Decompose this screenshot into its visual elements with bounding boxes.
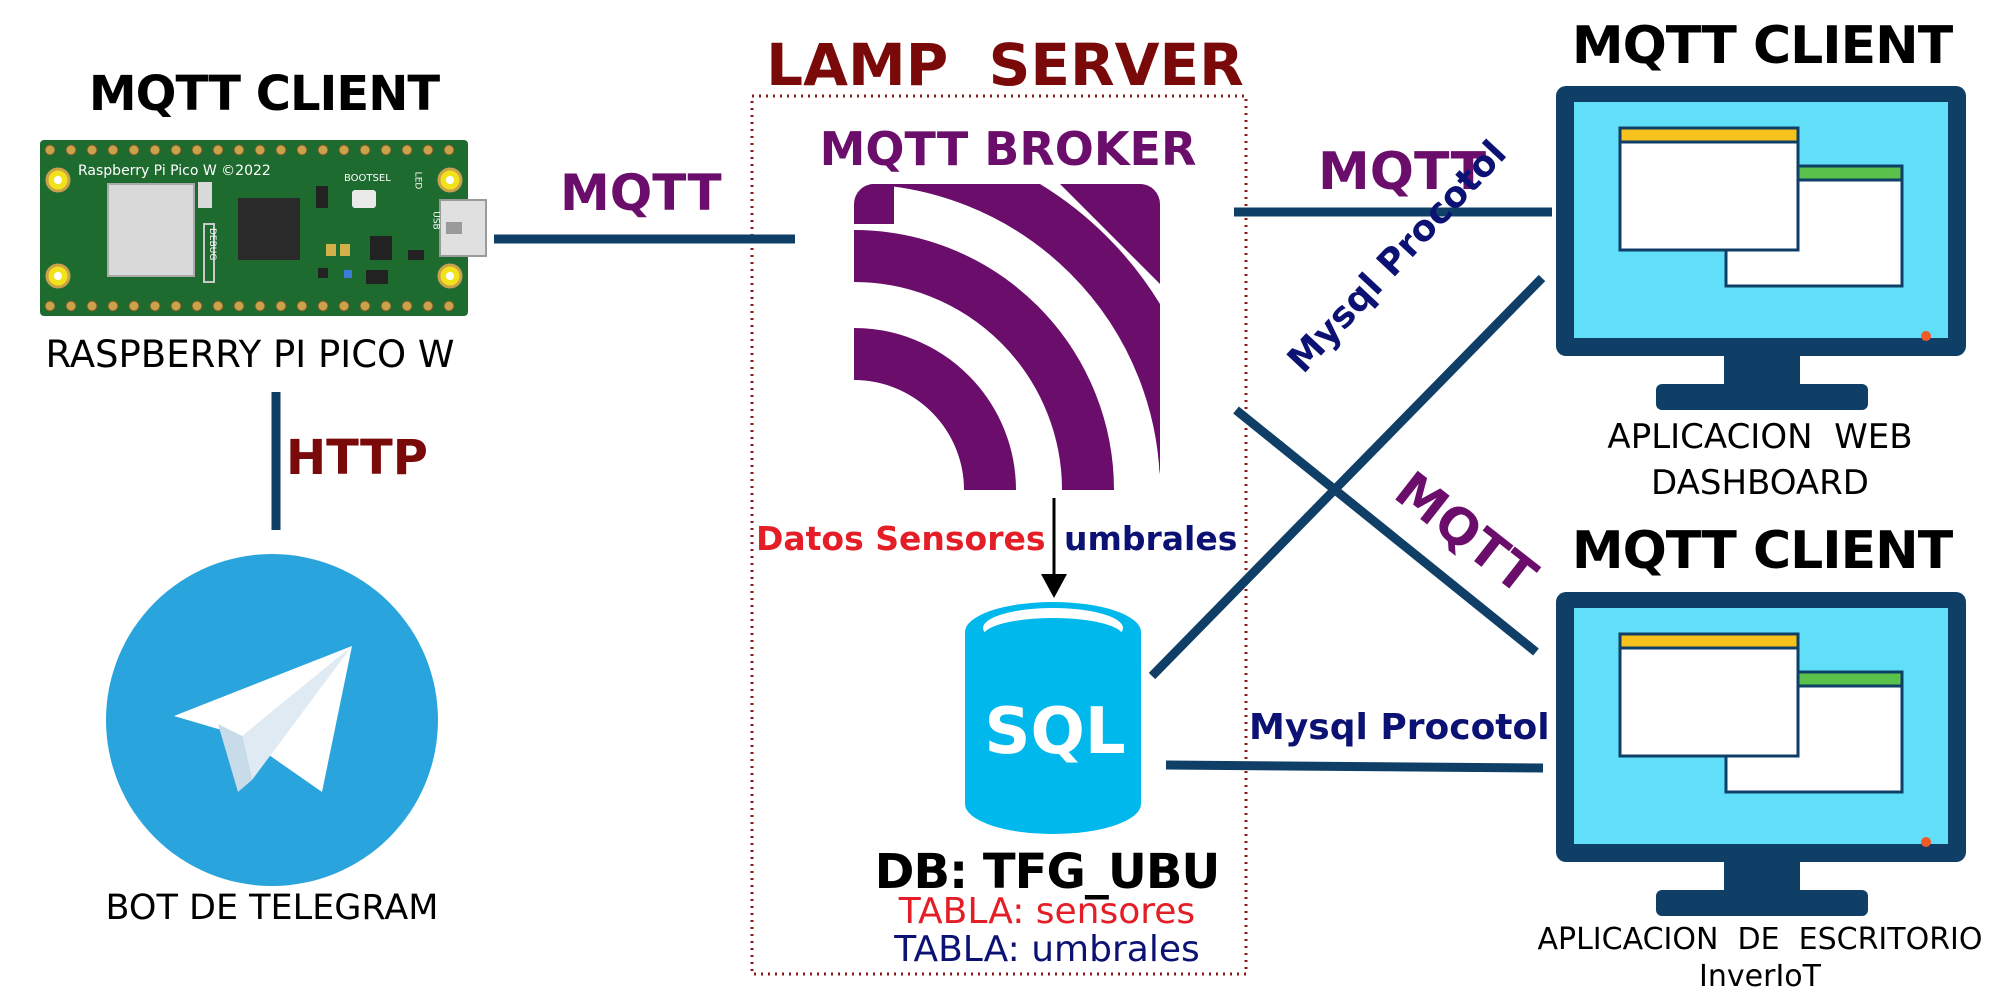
- mqtt-broker-icon: [854, 184, 1160, 490]
- web-client-header: MQTT CLIENT: [1571, 16, 1953, 76]
- label-broker-web-mqtt: MQTT: [1318, 142, 1487, 202]
- pico-silk-debug: DEBUG: [207, 228, 217, 261]
- desktop-client-line2: InverIoT: [1699, 959, 1821, 994]
- desktop-client-header: MQTT CLIENT: [1571, 521, 1953, 581]
- pico-client-header: MQTT CLIENT: [88, 66, 440, 122]
- web-dashboard-monitor: [1556, 86, 1966, 410]
- label-sql-desktop-mysql: Mysql Procotol: [1249, 707, 1550, 748]
- broker-to-db-arrow: [1041, 498, 1067, 598]
- lamp-server-boundary: [750, 94, 1248, 976]
- web-client-line2: DASHBOARD: [1651, 463, 1869, 503]
- pico-silk-led: LED: [412, 171, 423, 190]
- raspberry-pi-pico-board: [40, 140, 487, 316]
- sql-database-icon: [965, 602, 1141, 834]
- db-table-umbrales: TABLA: umbrales: [894, 929, 1200, 970]
- pico-label: RASPBERRY PI PICO W: [45, 333, 455, 376]
- telegram-label: BOT DE TELEGRAM: [105, 888, 439, 928]
- pico-silk-usb: USB: [430, 211, 441, 230]
- label-pico-broker-mqtt: MQTT: [560, 164, 722, 222]
- label-pico-telegram-http: HTTP: [286, 430, 428, 486]
- lamp-server-title: LAMP SERVER: [766, 31, 1244, 99]
- connection-lines: [271, 207, 1552, 773]
- link-sql-web: [1148, 274, 1546, 680]
- telegram-logo: [106, 554, 438, 886]
- desktop-client-line1: APLICACION DE ESCRITORIO: [1537, 922, 1983, 957]
- flow-label-datos-sensores: Datos Sensores: [756, 519, 1046, 558]
- web-client-line1: APLICACION WEB: [1607, 417, 1913, 457]
- flow-label-umbrales: umbrales: [1064, 519, 1238, 558]
- desktop-app-monitor: [1556, 592, 1966, 916]
- db-table-sensores: TABLA: sensores: [898, 891, 1196, 932]
- pico-silk-bootsel: BOOTSEL: [344, 173, 391, 184]
- pico-silk-title: Raspberry Pi Pico W ©2022: [78, 163, 271, 179]
- link-broker-desktop: [1233, 406, 1539, 656]
- link-sql-desktop: [1165, 760, 1544, 773]
- db-name: DB: TFG_UBU: [874, 844, 1221, 900]
- mqtt-broker-label: MQTT BROKER: [819, 122, 1197, 176]
- sql-icon-text: SQL: [984, 695, 1126, 769]
